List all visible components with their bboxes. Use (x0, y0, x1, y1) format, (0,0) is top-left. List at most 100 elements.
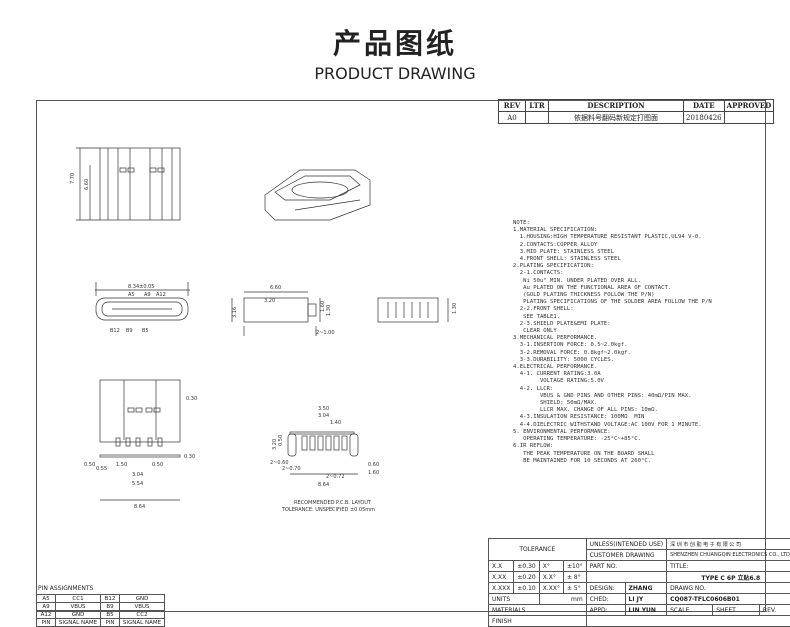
pin-label-a9: A9 (144, 292, 151, 298)
note-line: 3.MECHANICAL PERFORMANCE. (513, 335, 712, 342)
tb-empty (586, 572, 666, 583)
dim-label: 0.50 (152, 462, 163, 468)
pin-row: A9 VBUS B9 VBUS (37, 603, 165, 611)
note-line: 2-2.FRONT SHELL: (513, 306, 712, 313)
dim-label: 2~1.00 (316, 330, 335, 336)
pin-cell: B12 (101, 595, 120, 603)
tb-part-no: PART NO. (586, 561, 666, 572)
tb-row: X.XXX ±0.10 X.XX° ± 5° DESIGN: ZHANG DRA… (489, 583, 790, 594)
dim-label: 3.20 (264, 298, 275, 304)
pin-cell: VBUS (120, 603, 165, 611)
dim-label: 1.40 (330, 420, 341, 426)
pin-assignments-title: PIN ASSIGNMENTS (38, 585, 93, 592)
isometric-view (265, 170, 370, 220)
tb-scale: SCALE (667, 605, 713, 616)
note-line: 4-2. LLCR: (513, 386, 712, 393)
pin-cell: A5 (37, 595, 56, 603)
note-line: 2.CONTACTS:COPPER ALLOY (513, 242, 712, 249)
tb-row: TOLERANCE UNLESS(INTENDED USE) 深 圳 市 创 勤… (489, 539, 790, 550)
pcb-note-2: TOLERANCE: UNSPECIFIED ±0.05mm (281, 507, 375, 513)
pin-cell: CC1 (56, 595, 101, 603)
pcb-note-1: RECOMMENDED P.C.B. LAYOUT (294, 500, 372, 506)
tb-cell: X.XX° (539, 583, 563, 594)
note-line: VOLTAGE RATING:5.0V (513, 378, 712, 385)
note-line: (GOLD PLATING THICKNESS FOLLOW THE P/N) (513, 292, 712, 299)
tb-finish: FINISH (489, 616, 587, 627)
pin-row: A12 GND B5 CC2 (37, 611, 165, 619)
note-line: VBUS & GND PINS AND OTHER PINS: 40mΩ/PIN… (513, 393, 712, 400)
pin-cell: GND (56, 611, 101, 619)
dim-label: 3.16 (232, 307, 238, 318)
tb-tolerance: TOLERANCE (489, 539, 587, 561)
pin-label-a12: A12 (156, 292, 166, 298)
pin-label-b12: B12 (110, 328, 120, 334)
note-line: THE PEAK TEMPERATURE ON THE BOARD SHALL (513, 451, 712, 458)
tb-drawno-label: DRAWG NO. (667, 583, 790, 594)
note-line: 2-3.SHIELD PLATE&EMI PLATE: (513, 321, 712, 328)
note-line: PLATING SPECIFICATIONS OF THE SOLDER ARE… (513, 299, 712, 306)
tb-cell: X.XXX (489, 583, 514, 594)
note-line: 2-1.CONTACTS: (513, 270, 712, 277)
note-line: 1.MATERIAL SPECIFICATION: (513, 227, 712, 234)
tb-cell: ±0.20 (514, 572, 539, 583)
tb-cell: ± 5° (564, 583, 587, 594)
dim-label: 2~0.70 (282, 466, 301, 472)
tb-designer: ZHANG (625, 583, 667, 594)
note-line: SEE TABLE1. (513, 314, 712, 321)
pin-cell: GND (120, 595, 165, 603)
pin-row: A5 CC1 B12 GND (37, 595, 165, 603)
tb-sheet: SHEET (713, 605, 760, 616)
note-line: 3-2.REMOVAL FORCE: 0.8kgf~2.0kgf. (513, 350, 712, 357)
dim-label: 2~0.72 (326, 474, 345, 480)
pin-cell: SIGNAL NAME (56, 619, 101, 627)
note-line: Ni 50u" MIN. UNDER PLATED OVER ALL. (513, 278, 712, 285)
tb-design-label: DESIGN: (586, 583, 625, 594)
note-line: 4-1. CURRENT RATING:3.0A (513, 371, 712, 378)
tb-cell: X° (539, 561, 563, 572)
tb-rev: REV. (759, 605, 790, 616)
tb-cell: X.X (489, 561, 514, 572)
dim-label: 8.64 (318, 482, 329, 488)
note-line: NOTE: (513, 220, 712, 227)
front-view-top (76, 148, 180, 220)
dim-label: 6.60 (270, 285, 281, 291)
pin-label-b9: B9 (126, 328, 133, 334)
tb-units-value: mm (539, 594, 586, 605)
tb-units: UNITS (489, 594, 540, 605)
note-line: 6.IR REFLOW: (513, 443, 712, 450)
tb-material: MATERIALS (489, 605, 587, 616)
note-line: SHIELD: 50mΩ/MAX. (513, 400, 712, 407)
pin-cell: B5 (101, 611, 120, 619)
pin-cell: PIN (37, 619, 56, 627)
dim-label: 6.60 (84, 179, 90, 190)
pin-label-b5: B5 (142, 328, 149, 334)
dim-label: 1.50 (116, 462, 127, 468)
pin-cell: SIGNAL NAME (120, 619, 165, 627)
dim-label: 0.50 (278, 435, 284, 446)
dim-label: 0.50 (84, 462, 95, 468)
note-line: Au PLATED ON THE FUNCTIONAL AREA OF CONT… (513, 285, 712, 292)
note-line: 5. ENVIRONMENTAL PERFORMANCE: (513, 429, 712, 436)
pin-cell: PIN (101, 619, 120, 627)
dim-label: 3.50 (318, 406, 329, 412)
tb-checker: LI JY (625, 594, 667, 605)
note-line: 3-1.INSERTION FORCE: 0.5~2.0kgf. (513, 342, 712, 349)
dim-label: 8.64 (134, 504, 145, 510)
tb-row: X.XX ±0.20 X.X° ± 8° TYPE C 6P 立贴6.8 (489, 572, 790, 583)
tb-cell: ±10° (564, 561, 587, 572)
tb-company-en: SHENZHEN CHUANGQIN ELECTRONICS CO., LTD. (667, 550, 790, 561)
tb-company-cn: 深 圳 市 创 勤 电 子 有 限 公 司 (667, 539, 790, 550)
dim-label: 7.70 (70, 173, 76, 184)
notes-block: NOTE:1.MATERIAL SPECIFICATION: 1.HOUSING… (513, 220, 712, 465)
dim-label: 3.04 (318, 413, 329, 419)
tb-row: FINISH (489, 616, 790, 627)
note-line: 3-3.DURABILITY: 5000 CYCLES. (513, 357, 712, 364)
note-line: 2.PLATING SPECIFICATION: (513, 263, 712, 270)
pin-cell: A12 (37, 611, 56, 619)
note-line: 4.FRONT SHELL: STAINLESS STEEL (513, 256, 712, 263)
tb-customer: CUSTOMER DRAWING (586, 550, 666, 561)
note-line: CLEAR ONLY (513, 328, 712, 335)
note-line: 1.HOUSING:HIGH TEMPERATURE RESISTANT PLA… (513, 234, 712, 241)
title-block: TOLERANCE UNLESS(INTENDED USE) 深 圳 市 创 勤… (488, 538, 790, 627)
dim-label: 0.30 (186, 396, 197, 402)
